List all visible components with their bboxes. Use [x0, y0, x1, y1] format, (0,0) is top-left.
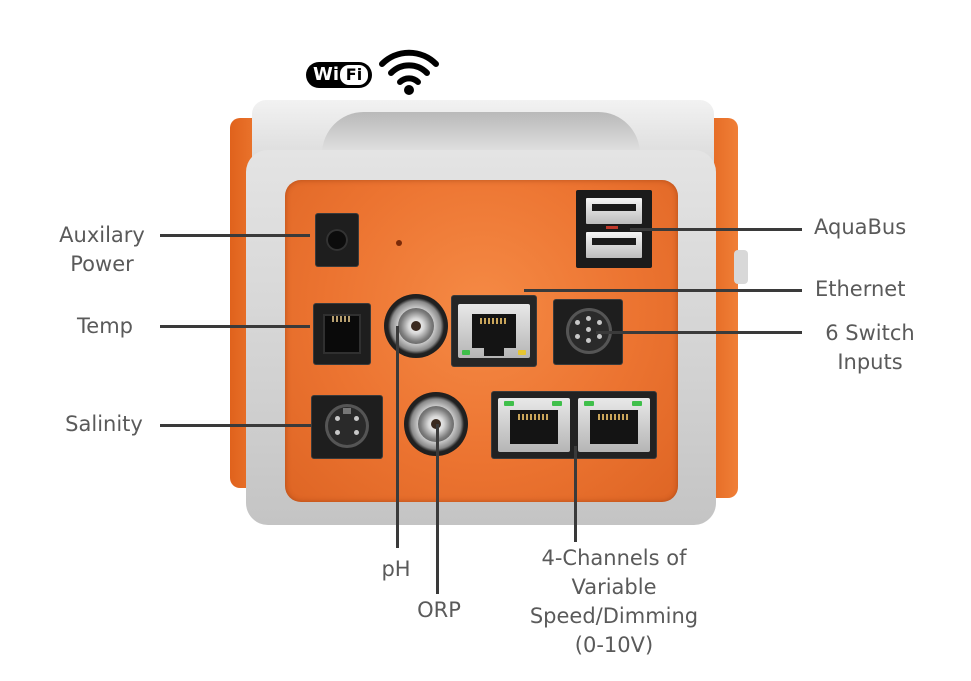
ethernet-port: [452, 296, 536, 366]
label-aquabus: AquaBus: [814, 213, 906, 242]
label-orp-text: ORP: [417, 598, 461, 622]
label-variable-speed-line4: (0-10V): [574, 633, 654, 657]
label-aquabus-text: AquaBus: [814, 215, 907, 239]
leader-orp: [436, 424, 439, 594]
label-auxiliary-power-line1: Auxilary: [59, 223, 145, 247]
label-variable-speed: 4-Channels of Variable Speed/Dimming (0-…: [494, 544, 734, 660]
wifi-text-wi: Wi: [313, 64, 340, 85]
wifi-logo: Wi Fi: [306, 49, 440, 100]
aquabus-port-top: [586, 198, 642, 224]
label-switch-inputs-line1: 6 Switch: [825, 321, 915, 345]
label-switch-inputs: 6 Switch Inputs: [806, 319, 934, 377]
right-side-nub: [734, 250, 748, 284]
aquabus-port-bottom: [586, 232, 642, 258]
label-variable-speed-line1: 4-Channels of: [541, 546, 687, 570]
label-salinity: Salinity: [50, 410, 158, 439]
label-salinity-text: Salinity: [65, 412, 143, 436]
wifi-signal-icon: [379, 49, 439, 95]
label-auxiliary-power-line2: Power: [70, 252, 134, 276]
variable-speed-port-1: [498, 398, 570, 452]
leader-temp: [160, 325, 310, 328]
leader-salinity: [160, 424, 312, 427]
leader-aux-power: [160, 234, 310, 237]
label-temp: Temp: [60, 312, 150, 341]
status-hole: [396, 240, 402, 246]
label-ph: pH: [368, 555, 424, 584]
label-ethernet: Ethernet: [815, 275, 905, 304]
label-temp-text: Temp: [77, 314, 133, 338]
label-variable-speed-line3: Speed/Dimming: [529, 604, 699, 628]
wifi-badge: Wi Fi: [306, 62, 372, 88]
leader-ph: [396, 326, 399, 548]
label-switch-inputs-line2: Inputs: [837, 350, 903, 374]
salinity-port: [312, 396, 382, 458]
label-ethernet-text: Ethernet: [815, 277, 906, 301]
leader-switch-inputs: [596, 331, 802, 334]
label-variable-speed-line2: Variable: [571, 575, 657, 599]
temp-port: [314, 304, 370, 364]
wifi-text-fi: Fi: [340, 65, 368, 85]
label-ph-text: pH: [381, 557, 411, 581]
label-orp: ORP: [402, 596, 476, 625]
aux-power-jack: [316, 214, 358, 266]
ph-bnc-connector: [384, 294, 448, 358]
variable-speed-port-2: [578, 398, 650, 452]
leader-ethernet: [524, 289, 802, 292]
label-auxiliary-power: Auxilary Power: [44, 221, 160, 279]
leader-variable-speed: [574, 446, 577, 542]
leader-aquabus: [630, 228, 802, 231]
